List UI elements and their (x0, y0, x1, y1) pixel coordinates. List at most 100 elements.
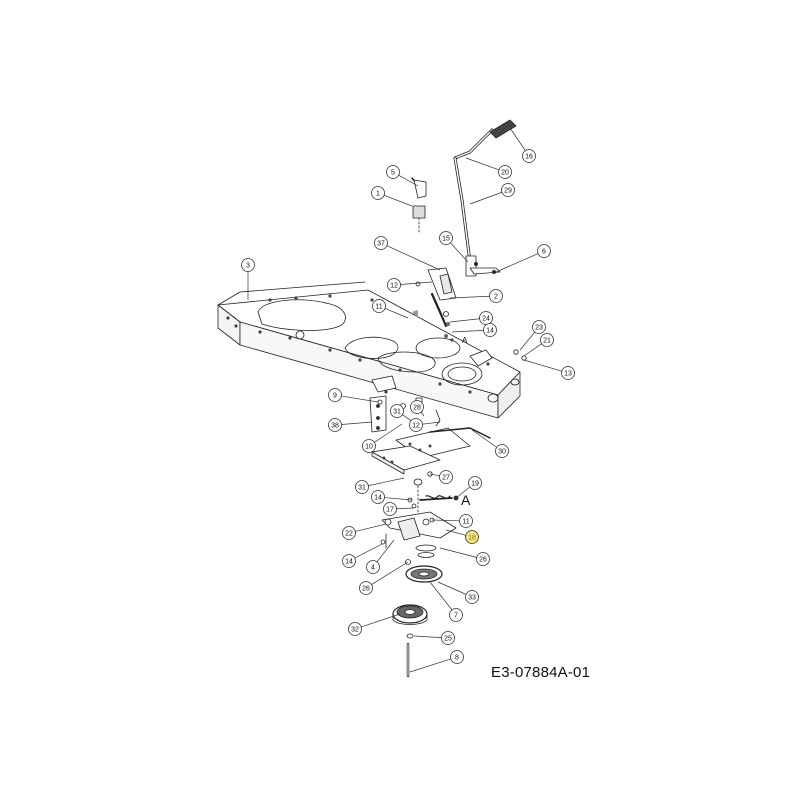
callout-number: 27 (442, 475, 450, 482)
callout-leader-14 (451, 329, 484, 333)
callout-circle (328, 388, 342, 402)
callout-leader-6 (495, 253, 539, 273)
callout-circle (348, 622, 362, 636)
callout-16: 16 (522, 149, 536, 163)
callout-circle (387, 278, 401, 292)
callout-leader-8 (409, 658, 451, 673)
callout-leader-2 (449, 295, 490, 299)
callout-number: 9 (333, 393, 337, 400)
callout-leader-18 (445, 529, 466, 536)
callout-27: 27 (439, 470, 453, 484)
callout-number: 23 (535, 325, 543, 332)
drive-pulley (392, 604, 428, 625)
callout-32: 32 (348, 622, 362, 636)
callout-25: 25 (441, 631, 455, 645)
callout-number: 24 (482, 316, 490, 323)
callout-number: 13 (564, 371, 572, 378)
callout-circle (540, 333, 554, 347)
callout-31: 31 (390, 404, 404, 418)
callout-number: 33 (468, 595, 476, 602)
callout-circle (561, 366, 575, 380)
callout-circle (366, 560, 380, 574)
callout-number: 26 (479, 557, 487, 564)
callout-leader-13 (523, 359, 562, 372)
callout-circle (410, 400, 424, 414)
callout-circle (465, 530, 479, 544)
callout-circle (501, 183, 515, 197)
lift-bracket (412, 267, 457, 338)
chassis-frame (217, 281, 521, 419)
callout-number: 15 (442, 236, 450, 243)
callout-leader-37 (386, 245, 441, 271)
callout-leader-20 (465, 157, 500, 171)
detail-marker-a-small: A (462, 336, 468, 345)
callout-circle (450, 650, 464, 664)
callout-leader-7 (429, 581, 453, 611)
callout-2: 2 (489, 289, 503, 303)
callout-leader-17 (396, 507, 415, 510)
callout-number: 2 (494, 294, 498, 301)
callout-leader-33 (437, 581, 467, 595)
pulley-shaft (406, 633, 414, 678)
callout-number: 21 (543, 338, 551, 345)
callout-17: 17 (383, 502, 397, 516)
callout-24: 24 (479, 311, 493, 325)
callout-10: 10 (362, 439, 376, 453)
callout-circle (371, 186, 385, 200)
callout-number: 5 (391, 170, 395, 177)
callout-7: 7 (449, 608, 463, 622)
callout-circle (439, 231, 453, 245)
callout-number: 31 (393, 409, 401, 416)
callout-leader-32 (361, 613, 401, 628)
callout-28: 28 (410, 400, 424, 414)
callout-circle (537, 244, 551, 258)
callout-circle (383, 502, 397, 516)
callout-leader-11 (431, 519, 460, 522)
callout-37: 37 (374, 236, 388, 250)
callout-circle (465, 590, 479, 604)
callout-1: 1 (371, 186, 385, 200)
callout-leader-14 (354, 543, 383, 559)
spring-rod (411, 177, 427, 233)
callout-leader-19 (455, 486, 471, 499)
callout-leader-12 (422, 421, 441, 425)
callout-leader-22 (355, 523, 387, 532)
callout-circle (476, 552, 490, 566)
callout-number: 22 (345, 531, 353, 538)
callout-circle (342, 554, 356, 568)
callout-circle (409, 418, 423, 432)
callout-leader-24 (449, 318, 480, 323)
callout-number: 26 (362, 586, 370, 593)
callout-circle (495, 444, 509, 458)
callout-number: 10 (365, 444, 373, 451)
callout-3: 3 (241, 258, 255, 272)
callout-number: 11 (462, 519, 469, 526)
callout-leader-29 (469, 191, 503, 205)
callout-circle (468, 476, 482, 490)
callout-circle (362, 439, 376, 453)
drawing-code: E3-07884A-01 (491, 664, 591, 681)
callout-15: 15 (439, 231, 453, 245)
callout-14: 14 (483, 323, 497, 337)
callout-26: 26 (476, 552, 490, 566)
callout-number: 28 (413, 405, 421, 412)
callout-leader-4 (376, 539, 395, 563)
callout-circle (532, 320, 546, 334)
callout-circle (459, 514, 473, 528)
callout-number: 12 (412, 423, 420, 430)
callout-number: 32 (351, 627, 359, 634)
callout-number: 4 (371, 565, 375, 572)
callout-circle (371, 490, 385, 504)
callout-number: 1 (376, 191, 380, 198)
callout-number: 8 (455, 655, 459, 662)
callout-number: 31 (358, 485, 366, 492)
callout-circle (328, 418, 342, 432)
callout-31: 31 (355, 480, 369, 494)
callout-14: 14 (342, 554, 356, 568)
callout-11: 11 (459, 514, 473, 528)
callout-number: 17 (386, 507, 394, 514)
lift-lever-handle (453, 119, 517, 277)
